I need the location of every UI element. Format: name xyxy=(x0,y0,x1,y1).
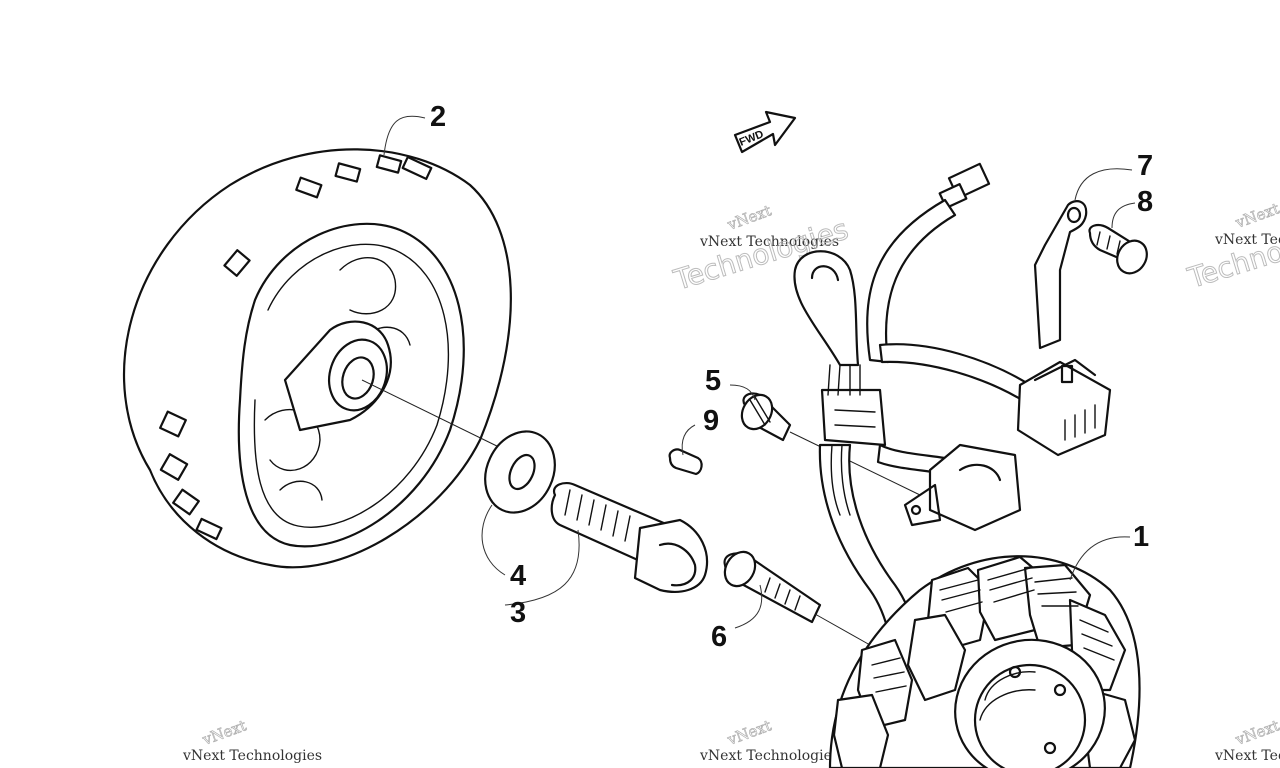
svg-text:Technologies: Technologies xyxy=(1183,211,1280,295)
svg-text:vNext Technologies: vNext Technologies xyxy=(699,234,839,250)
svg-text:vNext: vNext xyxy=(199,716,248,749)
flywheel-rotor xyxy=(122,148,512,569)
leader-8 xyxy=(1111,202,1136,229)
bracket-screw xyxy=(1088,224,1148,275)
watermark-bottom-left: vNext vNext Technologies xyxy=(182,716,322,764)
callout-7: 7 xyxy=(1137,150,1153,182)
leader-7 xyxy=(1074,168,1133,201)
svg-text:vNext: vNext xyxy=(724,201,773,234)
washer xyxy=(484,430,556,514)
leader-3 xyxy=(504,529,580,606)
leader-2 xyxy=(383,115,426,156)
svg-text:vNext Technologies: vNext Technologies xyxy=(182,748,322,764)
leader-5 xyxy=(729,384,756,401)
watermark-top-right: vNext vNext Technologies Technologies xyxy=(1183,199,1280,295)
svg-text:vNext Technologies: vNext Technologies xyxy=(1214,748,1280,764)
stator xyxy=(828,555,1141,768)
callout-2: 2 xyxy=(430,101,446,133)
callout-3: 3 xyxy=(510,597,526,629)
svg-text:vNext: vNext xyxy=(1232,716,1280,749)
callout-9: 9 xyxy=(703,405,719,437)
leader-1 xyxy=(1069,536,1131,581)
watermark-bottom-right: vNext vNext Technologies xyxy=(1214,716,1280,764)
svg-text:vNext: vNext xyxy=(1232,199,1280,232)
forward-direction-arrow: FWD xyxy=(733,110,797,154)
leader-9 xyxy=(681,424,696,456)
callout-4: 4 xyxy=(510,560,526,592)
axis-centerline xyxy=(361,379,506,451)
leader-4 xyxy=(481,504,506,576)
svg-text:vNext: vNext xyxy=(724,716,773,749)
leader-6 xyxy=(734,584,763,629)
svg-text:vNext Technologies: vNext Technologies xyxy=(1214,232,1280,248)
callout-6: 6 xyxy=(711,621,727,653)
callout-8: 8 xyxy=(1137,186,1153,218)
woodruff-key xyxy=(668,448,703,476)
callout-5: 5 xyxy=(705,365,721,397)
wire-bracket xyxy=(1033,200,1088,350)
svg-text:vNext Technologies: vNext Technologies xyxy=(699,748,839,764)
stator-screw xyxy=(740,392,921,496)
watermark-bottom-center: vNext vNext Technologies xyxy=(699,716,839,764)
callout-1: 1 xyxy=(1133,521,1149,553)
flywheel-bolt xyxy=(550,481,709,593)
pickup-screw xyxy=(723,550,871,646)
